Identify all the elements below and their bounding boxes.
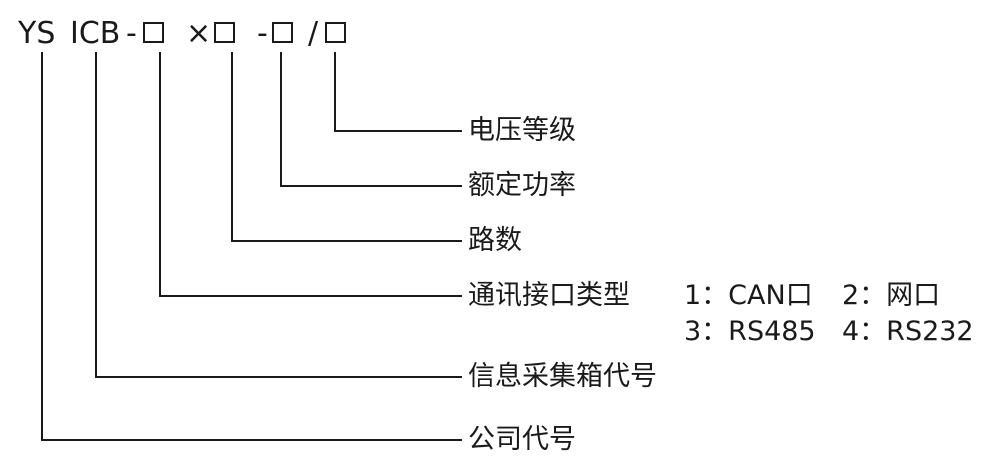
label-company-code: 公司代号 [468, 424, 576, 455]
comm-option-1: 1：CAN口 [684, 280, 813, 311]
code-dash-2: - [257, 16, 268, 51]
placeholder-box-channels [214, 22, 235, 43]
leader-company [41, 52, 462, 441]
leader-comm [159, 52, 462, 297]
comm-option-4: 4：RS232 [842, 316, 974, 347]
code-slash: / [308, 16, 319, 51]
label-comm-interface-type: 通讯接口类型 [468, 280, 630, 311]
leader-product [95, 52, 462, 378]
placeholder-box-comm [143, 22, 164, 43]
placeholder-box-voltage [325, 22, 346, 43]
code-product: ICB [70, 16, 121, 51]
comm-option-2: 2：网口 [842, 280, 941, 311]
label-rated-power: 额定功率 [468, 170, 576, 201]
label-channel-count: 路数 [468, 225, 522, 256]
leader-voltage [334, 52, 462, 132]
leader-power [280, 52, 462, 187]
comm-option-3: 3：RS485 [684, 316, 816, 347]
code-times: × [186, 16, 212, 51]
code-company: YS [18, 16, 56, 51]
placeholder-box-power [272, 22, 293, 43]
code-dash-1: - [126, 16, 137, 51]
label-info-collection-box-code: 信息采集箱代号 [468, 361, 657, 392]
leader-channels [231, 52, 462, 242]
label-voltage-level: 电压等级 [468, 115, 576, 146]
